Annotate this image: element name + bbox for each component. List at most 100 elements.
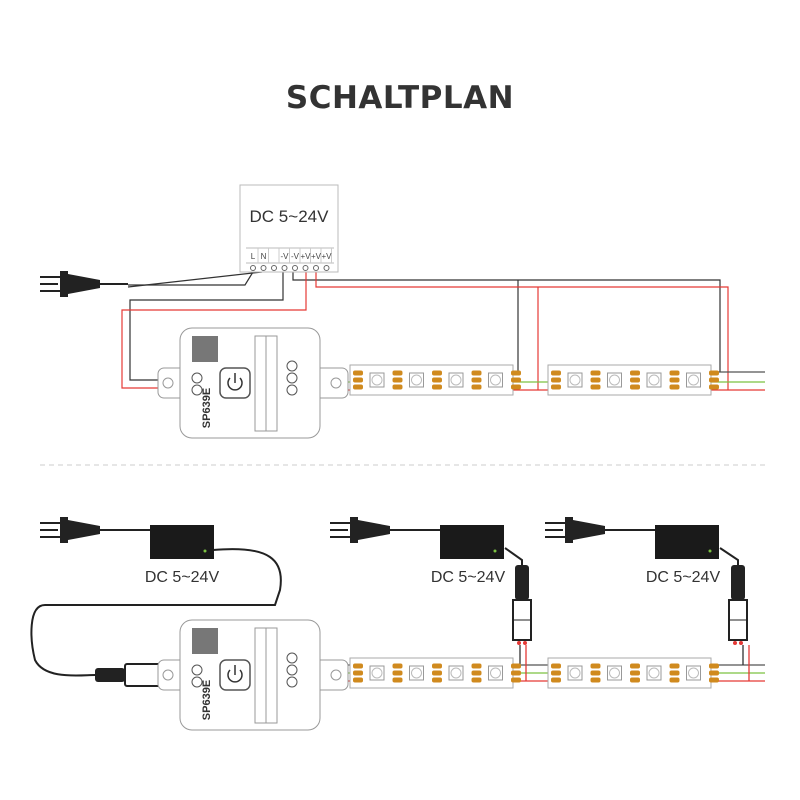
solder-pad xyxy=(511,663,521,669)
solder-pad xyxy=(551,663,561,669)
solder-pad xyxy=(630,663,640,669)
solder-pad xyxy=(709,670,719,676)
solder-pad xyxy=(392,670,403,676)
solder-pad xyxy=(709,663,719,669)
solder-pad xyxy=(551,377,561,383)
terminal-screw xyxy=(323,265,330,271)
solder-pad xyxy=(709,384,719,390)
terminal-screw xyxy=(191,676,203,688)
led-strip-segment xyxy=(547,657,719,689)
solder-pad xyxy=(392,384,403,390)
solder-pad xyxy=(471,384,482,390)
psu-label-2: DC 5~24V xyxy=(431,569,506,586)
solder-pad xyxy=(551,384,561,390)
solder-pad xyxy=(471,370,482,376)
solder-pad xyxy=(511,677,521,683)
terminal-screw xyxy=(271,265,277,271)
solder-pad xyxy=(511,384,521,390)
solder-pad xyxy=(432,677,442,683)
solder-pad xyxy=(590,677,601,683)
page-title: SCHALTPLAN xyxy=(285,80,515,116)
terminal-screw xyxy=(191,384,203,396)
terminal-screw xyxy=(286,652,298,664)
solder-pad xyxy=(709,370,719,376)
terminal-label: N xyxy=(261,252,267,261)
led-strip-segment xyxy=(349,364,521,396)
solder-pad xyxy=(709,677,719,683)
solder-pad xyxy=(392,663,403,669)
solder-pad xyxy=(590,384,601,390)
solder-pad xyxy=(511,670,521,676)
qr-code-icon xyxy=(192,628,218,654)
led-controller xyxy=(157,327,349,439)
terminal-screw xyxy=(281,265,288,271)
solder-pad xyxy=(353,370,363,376)
terminal-label: L xyxy=(251,252,256,261)
solder-pad xyxy=(392,377,403,383)
solder-pad xyxy=(669,677,680,683)
solder-pad xyxy=(353,384,363,390)
terminal-screw xyxy=(302,265,309,271)
mains-plug-icon xyxy=(40,517,150,543)
terminal-screw xyxy=(286,384,298,396)
controller-model-top: SP639E xyxy=(201,388,213,428)
solder-pad xyxy=(471,377,482,383)
solder-pad xyxy=(590,663,601,669)
solder-pad xyxy=(392,370,403,376)
solder-pad xyxy=(669,370,680,376)
led-controller xyxy=(157,619,349,731)
solder-pad xyxy=(471,663,482,669)
terminal-label: -V xyxy=(291,252,300,261)
dc-jack xyxy=(95,663,161,687)
solder-pad xyxy=(709,377,719,383)
terminal-screw xyxy=(286,360,298,372)
terminal-label: +V xyxy=(311,252,322,261)
psu-label-3: DC 5~24V xyxy=(646,569,721,586)
solder-pad xyxy=(551,370,561,376)
solder-pad xyxy=(432,377,442,383)
solder-pad xyxy=(511,377,521,383)
terminal-screw xyxy=(250,265,256,271)
led-strip-segment xyxy=(349,657,521,689)
terminal-screw xyxy=(191,372,203,384)
solder-pad xyxy=(669,377,680,383)
dc-connector-icon xyxy=(728,565,748,645)
power-adapter-icon xyxy=(655,525,719,559)
solder-pad xyxy=(353,677,363,683)
mains-plug-icon xyxy=(40,271,128,297)
solder-pad xyxy=(353,670,363,676)
terminal-screw xyxy=(286,664,298,676)
solder-pad xyxy=(551,670,561,676)
solder-pad xyxy=(432,384,442,390)
psu-label-1: DC 5~24V xyxy=(145,569,220,586)
dc-connector-icon xyxy=(512,565,532,645)
power-icon xyxy=(227,377,243,391)
solder-pad xyxy=(353,377,363,383)
solder-pad xyxy=(392,677,403,683)
power-adapter-icon xyxy=(440,525,504,559)
solder-pad xyxy=(353,663,363,669)
solder-pad xyxy=(630,677,640,683)
solder-pad xyxy=(630,384,640,390)
solder-pad xyxy=(432,670,442,676)
mains-plug-icon xyxy=(545,517,655,543)
terminal-label: -V xyxy=(281,252,290,261)
terminal-screw xyxy=(286,676,298,688)
solder-pad xyxy=(551,677,561,683)
terminal-label: +V xyxy=(321,252,332,261)
solder-pad xyxy=(669,670,680,676)
solder-pad xyxy=(432,663,442,669)
psu-voltage-label: DC 5~24V xyxy=(250,207,330,226)
solder-pad xyxy=(590,670,601,676)
solder-pad xyxy=(471,670,482,676)
solder-pad xyxy=(630,670,640,676)
mains-plug-icon xyxy=(330,517,440,543)
solder-pad xyxy=(630,370,640,376)
solder-pad xyxy=(669,663,680,669)
power-adapter-icon xyxy=(150,525,214,559)
terminal-screw xyxy=(286,372,298,384)
solder-pad xyxy=(590,370,601,376)
led-strip-segment xyxy=(547,364,719,396)
solder-pad xyxy=(590,377,601,383)
